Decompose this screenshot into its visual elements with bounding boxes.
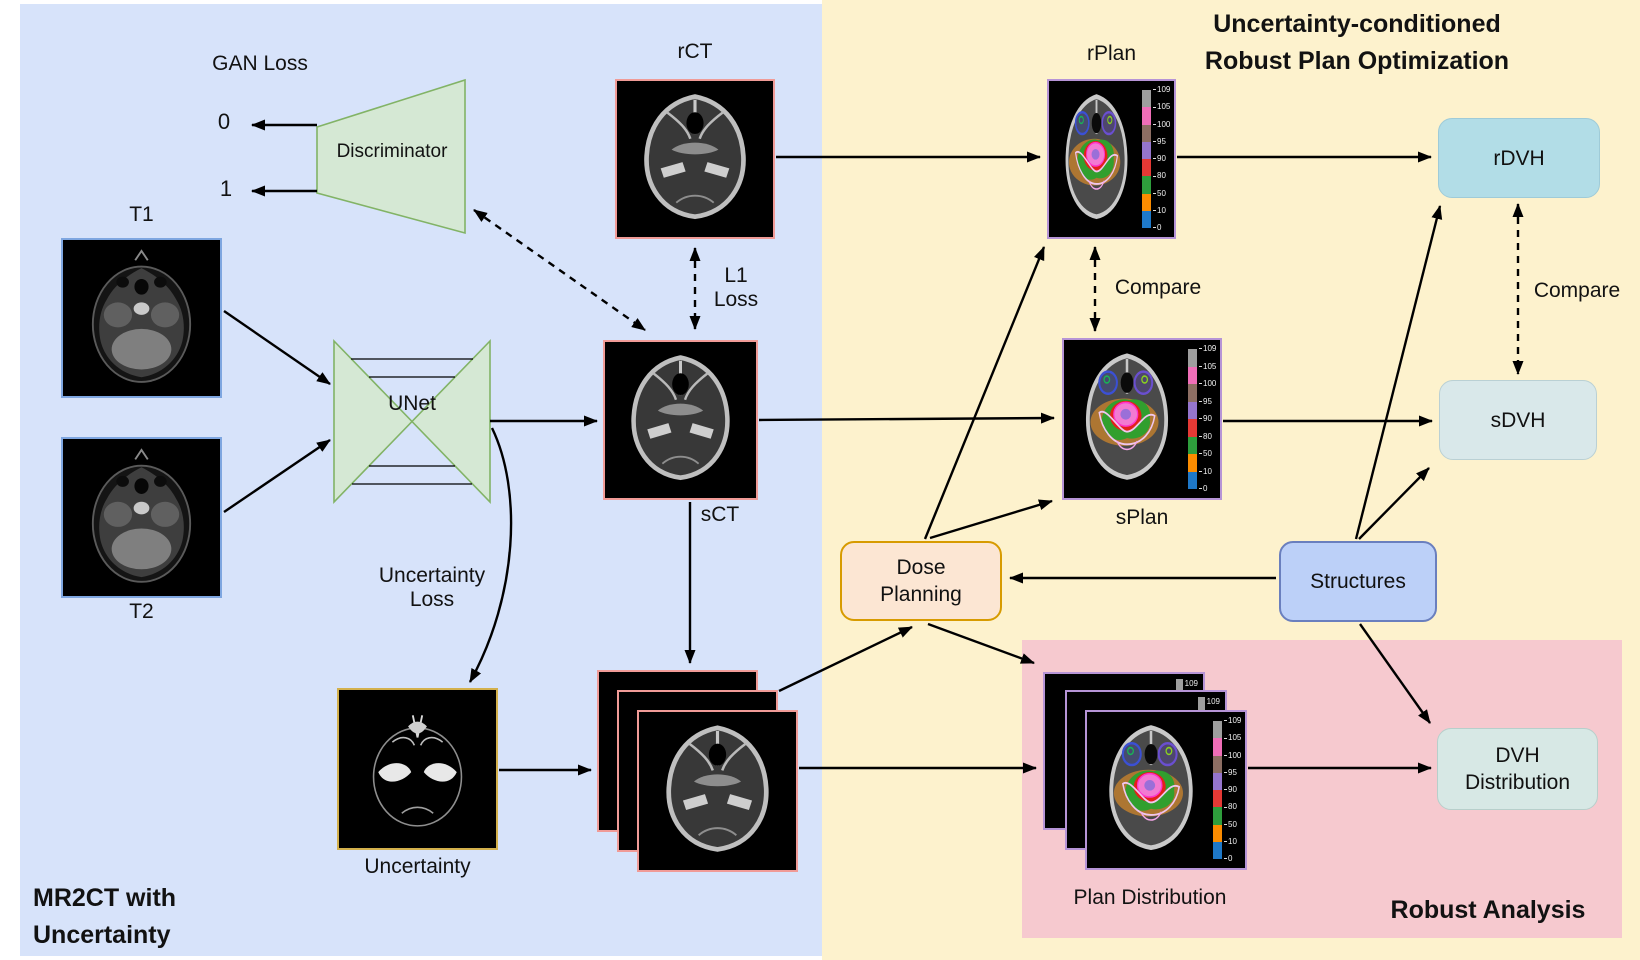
- t1-mri-image: [61, 238, 222, 398]
- dose-planning-line2: Planning: [880, 583, 962, 606]
- arrow-dose-to-plandist: [927, 622, 1035, 665]
- sct-graphic: [605, 342, 756, 498]
- sct-label: sCT: [700, 503, 740, 526]
- rct-image: [615, 79, 775, 239]
- l1-loss-label: L1 Loss: [696, 264, 776, 312]
- title-optimization-line2: Robust Plan Optimization: [1204, 47, 1510, 75]
- unet-label: UNet: [388, 392, 436, 415]
- gan-output-0: 0: [217, 109, 231, 134]
- sct-stack-front: [637, 710, 798, 872]
- sdvh-box: sDVH: [1439, 380, 1597, 460]
- rdvh-label: rDVH: [1493, 146, 1545, 170]
- sct-image: [603, 340, 758, 500]
- dose-planning-line1: Dose: [896, 556, 946, 579]
- splan-label: sPlan: [1115, 506, 1169, 529]
- l1-loss-line2: Loss: [713, 288, 759, 312]
- t1-brain-graphic: [63, 240, 220, 396]
- t2-brain-graphic: [63, 439, 220, 596]
- rplan-label: rPlan: [1086, 42, 1137, 65]
- splan-graphic: [1064, 340, 1190, 498]
- discriminator-label: Discriminator: [336, 141, 448, 162]
- arrow-dose-to-rplan: [923, 246, 1046, 540]
- t2-label: T2: [129, 600, 154, 623]
- unet-shape: [333, 339, 491, 504]
- l1-loss-line1: L1: [724, 264, 748, 287]
- arrow-t1-to-unet: [223, 310, 331, 385]
- rplan-graphic: [1049, 81, 1144, 237]
- plandist-front-graphic: [1087, 712, 1215, 868]
- title-mr2ct-line1: MR2CT with: [33, 884, 177, 912]
- title-optimization-line1: Uncertainty-conditioned: [1213, 10, 1501, 38]
- arrow-structures-to-rdvh: [1354, 205, 1443, 540]
- arrow-structures-to-sdvh: [1358, 467, 1430, 540]
- structures-box: Structures: [1279, 541, 1437, 622]
- gan-output-1: 1: [219, 176, 233, 201]
- uncertainty-loss-line2: Loss: [409, 588, 455, 612]
- rdvh-box: rDVH: [1438, 118, 1600, 198]
- arrow-dose-to-splan: [929, 499, 1053, 540]
- arrow-t2-to-unet: [223, 439, 331, 513]
- uncertainty-image: [337, 688, 498, 850]
- uncertainty-loss-label: Uncertainty Loss: [352, 564, 512, 612]
- plandist-middle-colorbar: 109: [1197, 697, 1220, 710]
- arrow-stack-to-dose: [778, 625, 913, 693]
- compare-dvh-label: Compare: [1533, 279, 1621, 302]
- title-mr2ct: MR2CT with Uncertainty: [33, 880, 333, 954]
- dvh-distribution-line1: DVH: [1495, 744, 1540, 767]
- t2-mri-image: [61, 437, 222, 598]
- rct-label: rCT: [677, 40, 713, 63]
- title-robust-analysis: Robust Analysis: [1390, 896, 1586, 924]
- dvh-distribution-line2: Distribution: [1464, 771, 1571, 794]
- rct-graphic: [617, 81, 773, 237]
- discriminator-shape: [316, 78, 466, 235]
- t1-label: T1: [129, 203, 154, 226]
- structures-label: Structures: [1310, 570, 1406, 593]
- sdvh-label: sDVH: [1490, 408, 1546, 432]
- plan-distribution-label: Plan Distribution: [1073, 886, 1227, 909]
- title-optimization: Uncertainty-conditioned Robust Plan Opti…: [1127, 6, 1587, 80]
- plandist-back-colorbar: 109: [1175, 679, 1198, 692]
- dose-planning-box: Dose Planning: [840, 541, 1002, 621]
- arrow-gan-feedback: [473, 209, 646, 331]
- sct-stack-graphic: [639, 712, 796, 870]
- dvh-distribution-box: DVH Distribution: [1437, 728, 1598, 810]
- uncertainty-graphic: [339, 690, 496, 848]
- arrow-structures-to-dvhdist: [1359, 623, 1431, 724]
- title-mr2ct-line2: Uncertainty: [33, 921, 171, 949]
- uncertainty-label: Uncertainty: [364, 855, 471, 878]
- arrow-unet-to-uncertainty: [468, 427, 513, 683]
- compare-plans-label: Compare: [1114, 276, 1202, 299]
- gan-loss-label: GAN Loss: [212, 52, 308, 75]
- uncertainty-loss-line1: Uncertainty: [378, 564, 486, 587]
- arrow-sct-to-splan: [758, 412, 1055, 424]
